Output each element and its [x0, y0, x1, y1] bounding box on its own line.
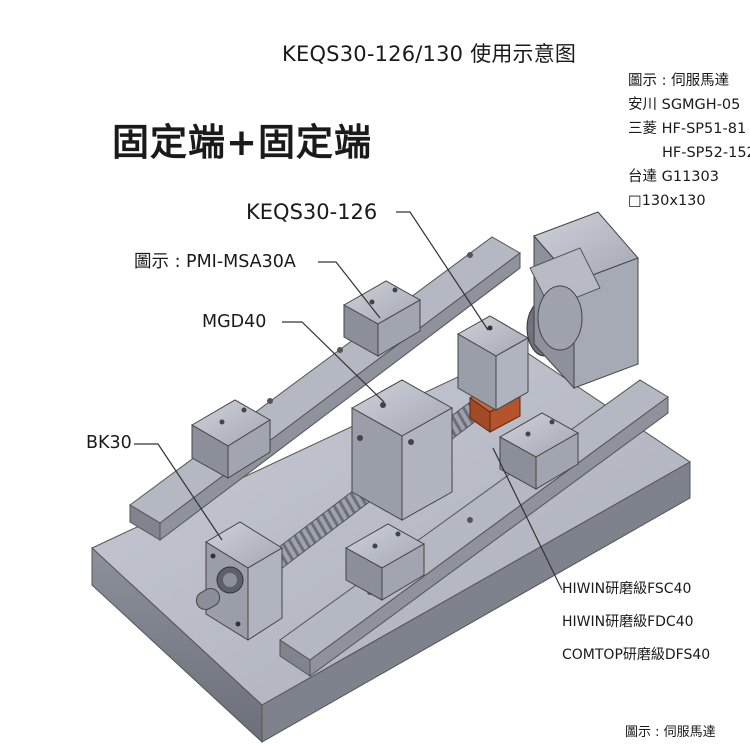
- leader-guide: [318, 261, 381, 319]
- mgd-label: MGD40: [202, 312, 267, 332]
- leader-model: [396, 211, 489, 331]
- model-label: KEQS30-126: [246, 200, 378, 224]
- servo-note-line-6: □130x130: [628, 193, 706, 209]
- servo-motor: [529, 211, 639, 390]
- screw-label-1: HIWIN研磨級FSC40: [562, 581, 692, 597]
- leader-screw: [492, 447, 563, 591]
- guide-label: 圖示 : PMI-MSA30A: [134, 252, 296, 272]
- page-title: KEQS30-126/130 使用示意图: [282, 42, 577, 66]
- guide-block-left-front: [191, 399, 271, 479]
- servo-note-line-3: 三菱 HF-SP51-81: [628, 121, 747, 137]
- leader-bk: [134, 443, 223, 541]
- guide-block-left-back: [342, 280, 422, 357]
- guide-block-right-front: [344, 523, 426, 601]
- leader-mgd: [282, 321, 385, 403]
- fixed-support-motor-side: [456, 315, 530, 411]
- screw-label-2: HIWIN研磨級FDC40: [562, 614, 694, 630]
- servo-note-line-4: HF-SP52-152: [662, 145, 750, 161]
- bk30-support: [195, 521, 283, 641]
- bk-label: BK30: [86, 433, 132, 453]
- footer-note: 圖示 : 伺服馬達: [625, 725, 716, 740]
- servo-note-line-5: 台達 G11303: [628, 169, 719, 185]
- servo-note-box: 圖示 : 伺服馬達 安川 SGMGH-05 三菱 HF-SP51-81 HF-S…: [624, 70, 750, 220]
- servo-note-line-2: 安川 SGMGH-05: [628, 97, 741, 113]
- configuration-heading: 固定端+固定端: [112, 121, 373, 164]
- guide-block-right-back: [498, 412, 580, 490]
- screw-label-3: COMTOP研磨級DFS40: [562, 647, 711, 663]
- leader-lines: [134, 211, 563, 591]
- servo-note-line-1: 圖示 : 伺服馬達: [628, 73, 730, 89]
- mgd40-block: [350, 379, 454, 521]
